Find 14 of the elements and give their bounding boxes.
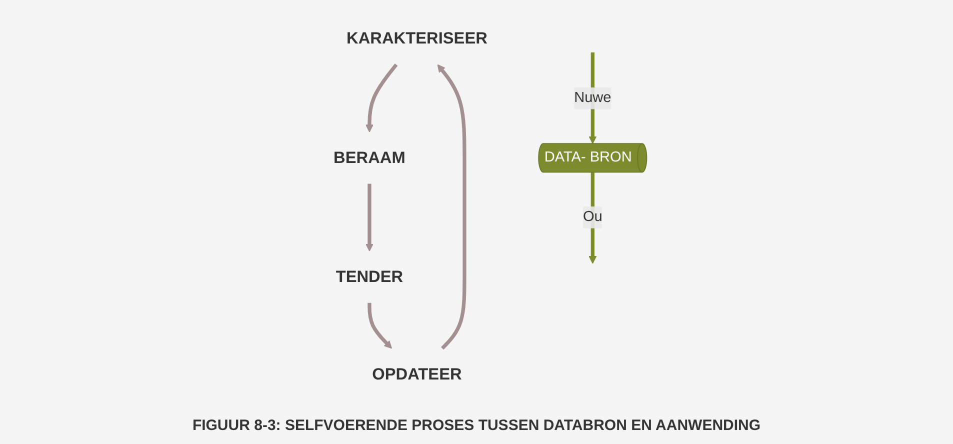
- cycle-diagram: Nuwe Ou KARAKTERISEER BERAAM DATA- BRON TENDER OPDATEER: [299, 5, 654, 408]
- arrow: [368, 302, 392, 349]
- arrow: [365, 184, 374, 252]
- arrow: [365, 64, 398, 132]
- node-text: BERAAM: [334, 148, 406, 166]
- edge-label: Ou: [582, 209, 602, 225]
- figure-caption: FIGUUR 8-3: SELFVOERENDE PROSES TUSSEN DATABRON EN AANWENDING: [192, 417, 761, 434]
- arrow: [588, 172, 597, 264]
- edge-label: Nuwe: [574, 90, 612, 106]
- arrow: [437, 64, 466, 350]
- node-text: TENDER: [336, 267, 404, 286]
- node-text: KARAKTERISEER: [346, 29, 488, 48]
- node-text: OPDATEER: [372, 364, 462, 383]
- node-text: DATA- BRON: [544, 150, 632, 166]
